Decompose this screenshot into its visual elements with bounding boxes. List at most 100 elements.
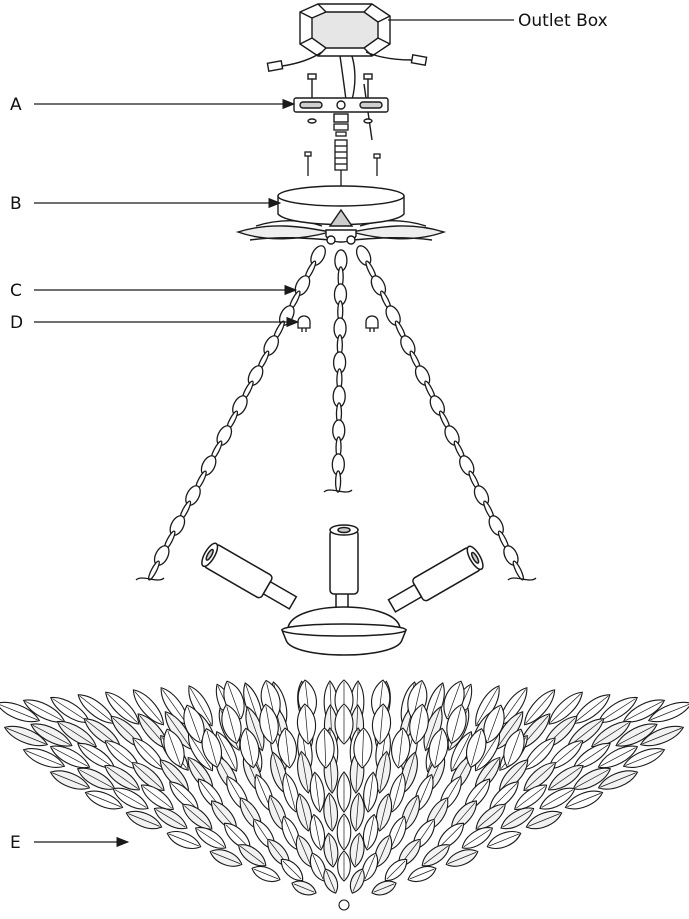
leaf-vein (206, 730, 217, 766)
leaf-vein (361, 729, 364, 767)
leaf-vein (575, 744, 609, 768)
leaf-vein (367, 774, 374, 811)
leaf-vein (550, 693, 582, 723)
supply-wires (266, 51, 428, 141)
leaf-vein (166, 713, 192, 748)
leaf-vein (541, 789, 574, 808)
chain-link (334, 470, 342, 493)
leaf-vein (155, 809, 186, 828)
leaf-vein (354, 835, 360, 866)
leaf-vein (189, 687, 212, 725)
leaf-vein (386, 860, 406, 880)
leaf-vein (6, 727, 46, 745)
leaf-vein (161, 761, 188, 790)
leaf-vein (79, 769, 113, 789)
leaf-vein (227, 682, 241, 718)
leaf-vein (575, 695, 609, 723)
leaf-vein (247, 708, 263, 749)
leaf-vein (162, 689, 187, 724)
leaf-vein (434, 730, 443, 766)
leaf-vein (525, 739, 554, 769)
leaf-vein (398, 730, 404, 766)
leaf-vein (128, 813, 160, 827)
leaf-vein (501, 689, 526, 724)
leaf-vein (528, 813, 560, 827)
leaf-vein (328, 795, 333, 830)
leaf-vein (593, 722, 629, 746)
leaf-vein (184, 805, 211, 828)
leaf-vein (379, 706, 384, 742)
leaf-vein (642, 727, 682, 745)
leaf-vein (170, 783, 198, 809)
leaf-vein (567, 792, 601, 808)
leaf-vein (187, 706, 201, 742)
leaf-vein (79, 695, 113, 723)
leaf-vein (314, 774, 321, 811)
outlet-box (299, 3, 391, 57)
leaf-vein (226, 706, 237, 742)
leaf-vein (490, 783, 518, 809)
leaf-vein (617, 725, 656, 745)
chain-link (147, 560, 160, 581)
leaf-vein (379, 795, 389, 829)
label-a: A (10, 95, 22, 115)
leaf-vein (364, 854, 376, 880)
leaf-vein (282, 860, 302, 880)
leaf-vein (52, 698, 88, 722)
leaf-vein (301, 753, 309, 791)
leaf-vein (379, 753, 387, 791)
leaf-vein (650, 703, 689, 721)
leaf-bowl-e (0, 679, 689, 911)
leaf-vein (476, 687, 499, 725)
leaf-vein (447, 682, 461, 718)
leaf-vein (500, 761, 527, 790)
leaf-vein (167, 730, 181, 766)
chain-end (323, 489, 353, 493)
leaf-vein (0, 703, 38, 721)
chain-end (135, 577, 165, 581)
leaf-vein (169, 833, 199, 847)
leaf-vein (106, 766, 138, 789)
chain-end (507, 577, 537, 581)
leaf-vein (25, 750, 63, 766)
leaf-vein (600, 698, 636, 722)
leaf-vein (240, 845, 265, 865)
leaf-vein (114, 789, 147, 808)
leaf-vein (52, 747, 88, 767)
leaf-vein (600, 772, 636, 788)
label-e: E (10, 833, 21, 853)
leaf-vein (299, 795, 309, 829)
leaf-vein (217, 733, 236, 770)
leaf-vein (298, 837, 311, 866)
leaf-vein (390, 818, 404, 848)
leaf-vein (516, 786, 546, 809)
leaf-vein (32, 725, 71, 745)
leaf-vein (625, 750, 663, 766)
leaf-vein (326, 870, 336, 892)
leaf-vein (507, 730, 521, 766)
leaf-vein (304, 706, 309, 742)
leaf-vein (525, 691, 554, 724)
leaf-vein (225, 824, 249, 848)
leaf-vein (59, 722, 95, 746)
leaf-vein (245, 730, 254, 766)
leaf-vein (142, 786, 172, 809)
leaf-vein (25, 701, 63, 721)
leaf-vein (284, 730, 290, 766)
threaded-nipple (333, 123, 349, 186)
callout-leaders (34, 19, 514, 848)
socket-cluster (201, 524, 484, 656)
leaf-vein (496, 713, 522, 748)
leaf-vein (352, 870, 362, 892)
leaf-vein (392, 775, 403, 810)
bottom-finial (338, 899, 350, 911)
leaf-vein (211, 852, 241, 864)
leaf-vein (550, 766, 582, 789)
leaf-vein (525, 763, 555, 790)
label-outlet-box: Outlet Box (518, 11, 608, 31)
leaf-vein (253, 868, 279, 880)
leaf-vein (87, 792, 121, 808)
leaf-vein (285, 775, 296, 810)
